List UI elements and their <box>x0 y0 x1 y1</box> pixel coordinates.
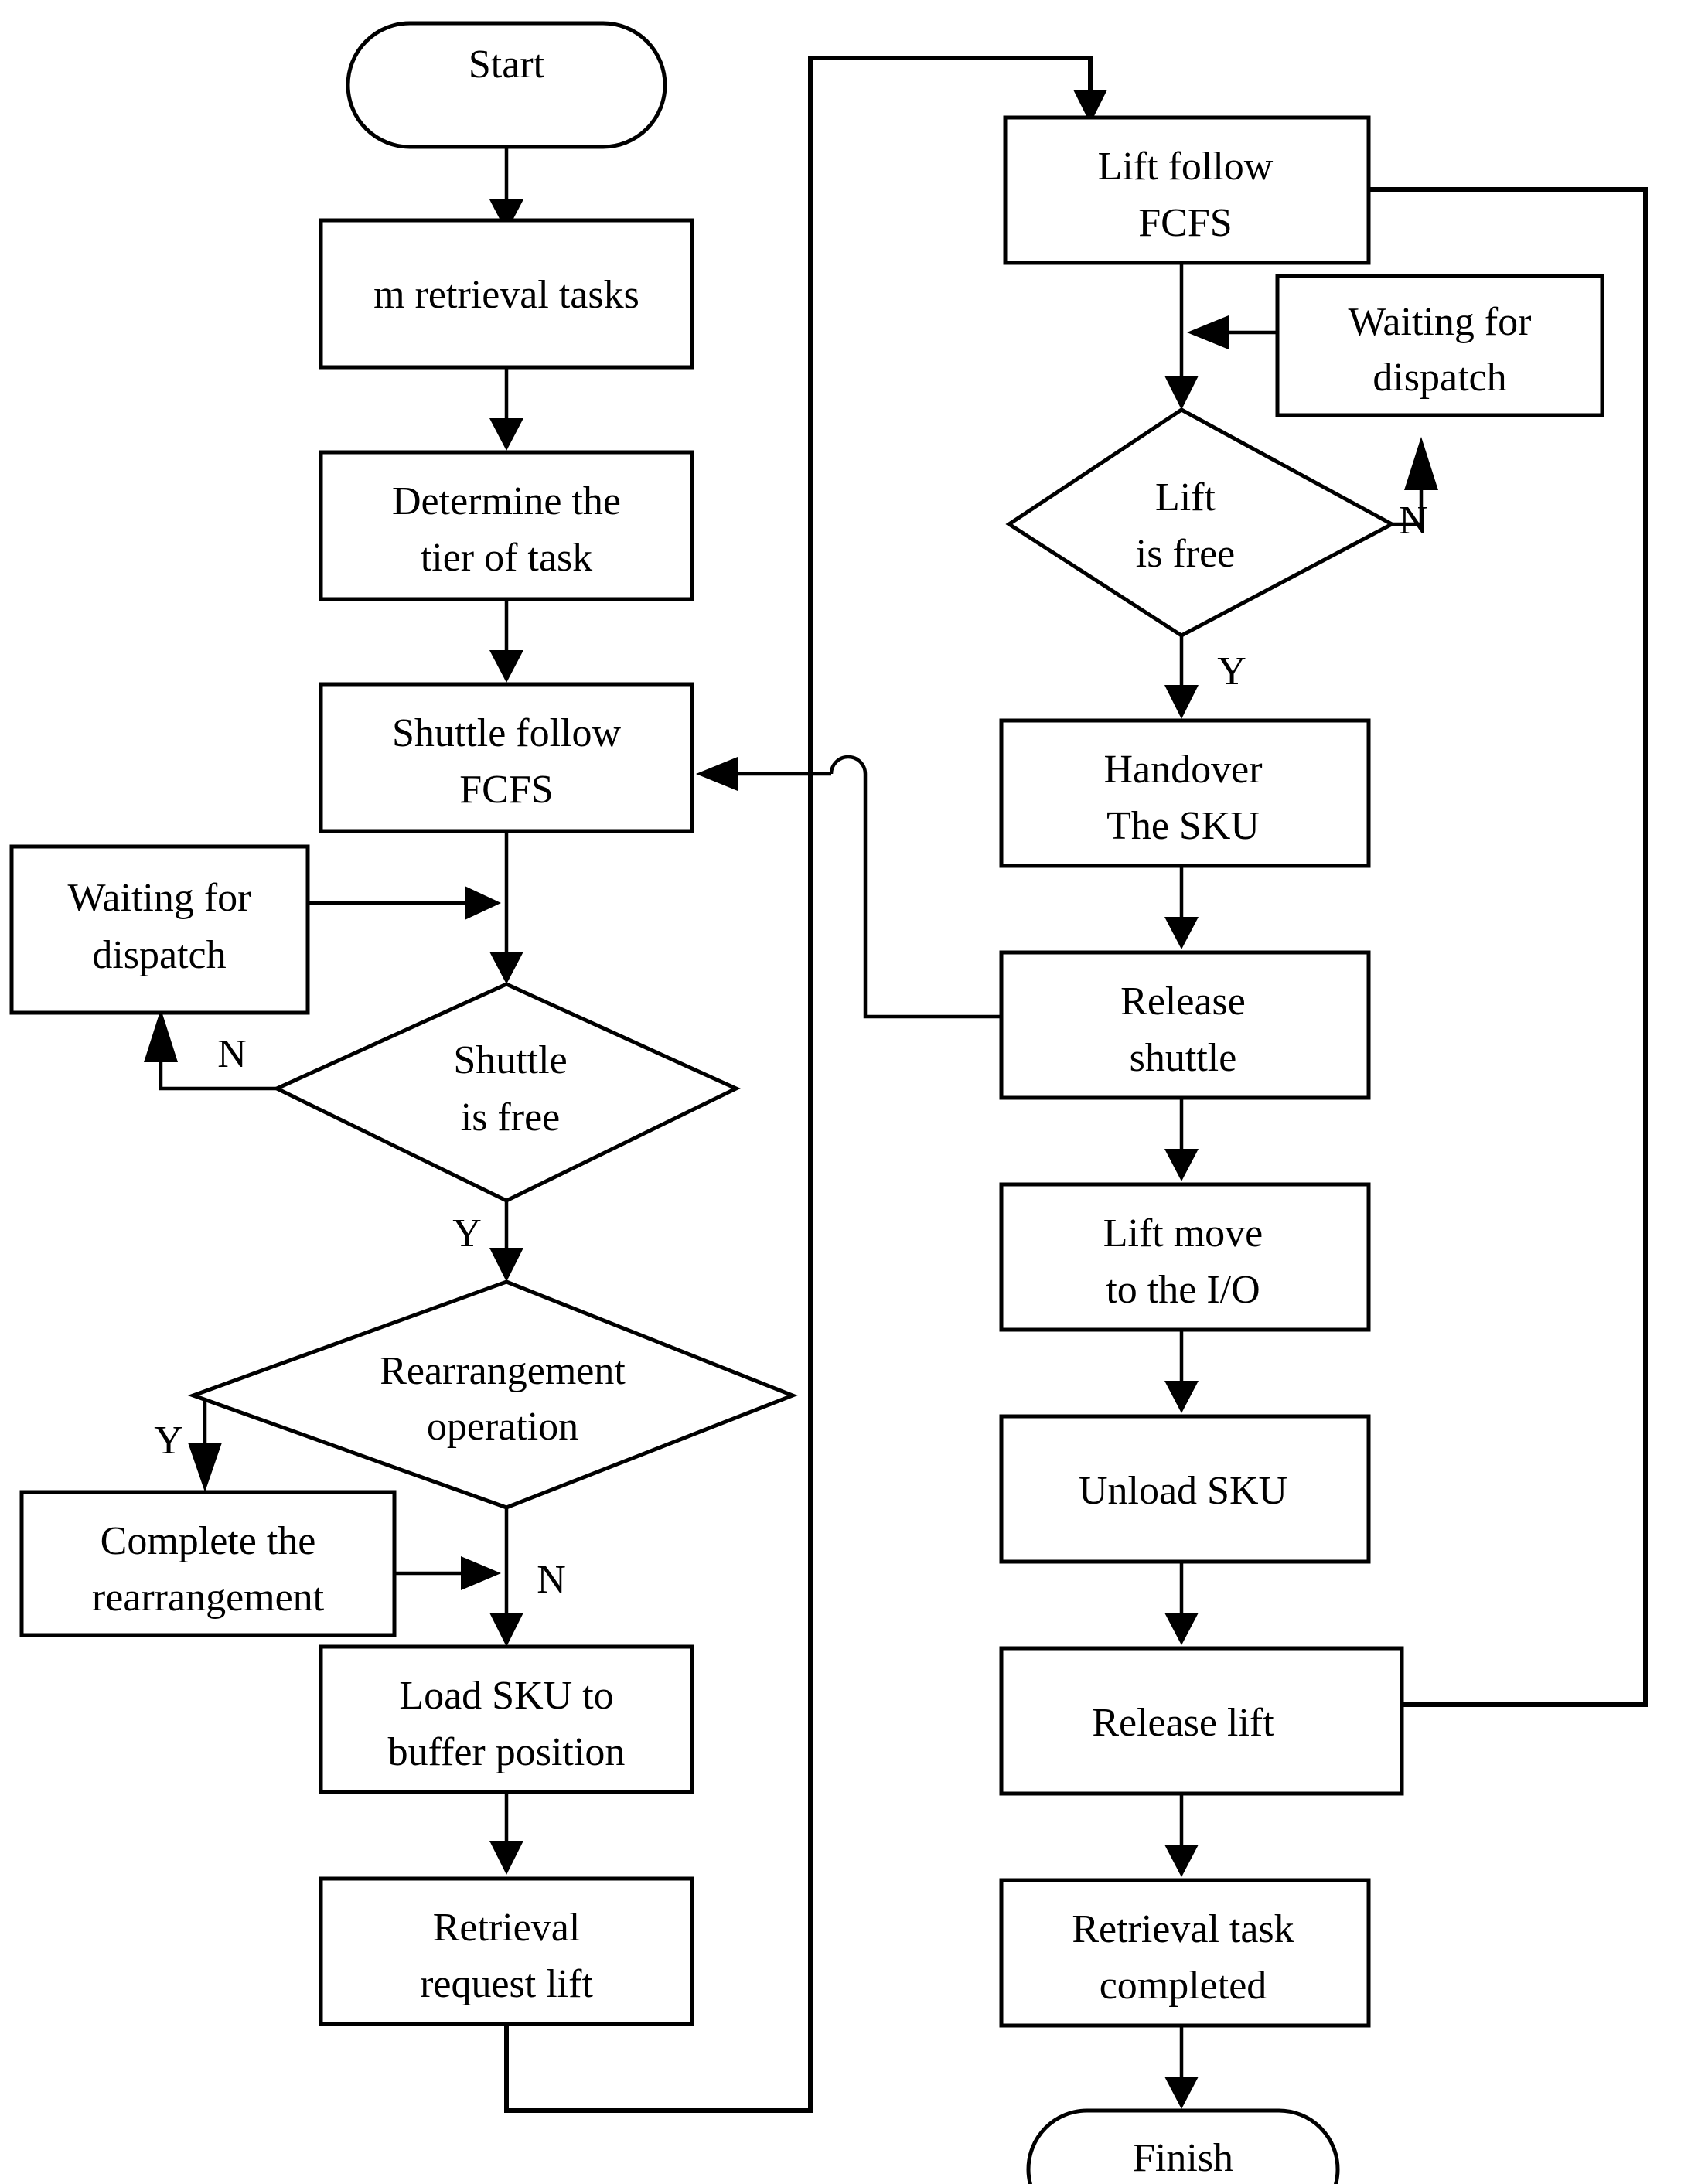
node-lift-follow-fcfs[interactable]: Lift follow FCFS <box>1003 115 1371 265</box>
node-start-label: Start <box>469 43 545 87</box>
edge-task-completed-to-finish <box>1164 2026 1199 2109</box>
edge-shuttle-free-yes-to-rearrangement <box>489 1201 523 1282</box>
node-start[interactable]: Start <box>346 21 667 149</box>
node-determine-tier-line1: Determine the <box>392 479 621 523</box>
node-shuttle-is-free-line1: Shuttle <box>453 1038 567 1082</box>
node-shuttle-is-free-line2: is free <box>461 1095 560 1140</box>
node-rearrangement-line1: Rearrangement <box>380 1349 626 1393</box>
node-retrieval-request-lift-line1: Retrieval <box>433 1906 581 1950</box>
node-retrieval-request-lift-line2: request lift <box>420 1962 593 2006</box>
node-load-sku-line2: buffer position <box>388 1730 626 1774</box>
edge-handover-to-release-shuttle <box>1164 866 1199 949</box>
node-m-retrieval-tasks-label: m retrieval tasks <box>373 273 639 317</box>
node-lift-follow-fcfs-line1: Lift follow <box>1098 145 1274 189</box>
edge-waiting-right-to-lift-free-path <box>1187 315 1277 349</box>
node-task-completed-line2: completed <box>1100 1964 1267 2008</box>
edge-lift-fcfs-to-lift-free <box>1164 263 1199 410</box>
node-lift-is-free-decision[interactable]: Lift is free <box>1005 407 1396 638</box>
edge-unload-sku-to-release-lift <box>1164 1562 1199 1645</box>
branch-label-rearrangement-no: N <box>537 1558 566 1602</box>
node-determine-tier-line2: tier of task <box>421 536 592 580</box>
edge-load-sku-to-retrieval-request <box>489 1792 523 1875</box>
node-finish[interactable]: Finish <box>1026 2108 1340 2184</box>
edge-rearrangement-yes-to-complete <box>188 1393 222 1492</box>
node-release-shuttle[interactable]: Release shuttle <box>999 950 1371 1100</box>
edge-complete-rearrangement-to-merge <box>394 1556 501 1590</box>
edge-release-lift-to-task-completed <box>1164 1794 1199 1877</box>
node-handover-line1: Handover <box>1103 748 1262 792</box>
node-retrieval-task-completed[interactable]: Retrieval task completed <box>999 1878 1371 2028</box>
edge-release-shuttle-to-lift-move <box>1164 1098 1199 1181</box>
node-release-lift[interactable]: Release lift <box>999 1646 1404 1796</box>
node-shuttle-follow-fcfs-line1: Shuttle follow <box>392 711 622 755</box>
branch-label-lift-free-yes: Y <box>1217 649 1246 693</box>
node-lift-follow-fcfs-line2: FCFS <box>1138 201 1232 245</box>
node-lift-move-to-io[interactable]: Lift move to the I/O <box>999 1182 1371 1332</box>
edge-m-retrieval-to-determine-tier <box>489 367 523 451</box>
edge-shuttle-fcfs-to-shuttle-free <box>489 831 523 984</box>
node-complete-rearrangement-line2: rearrangement <box>92 1576 325 1620</box>
node-rearrangement-line2: operation <box>427 1405 578 1449</box>
node-lift-move-line2: to the I/O <box>1106 1268 1260 1312</box>
node-complete-rearrangement[interactable]: Complete the rearrangement <box>19 1490 397 1637</box>
node-load-sku-line1: Load SKU to <box>399 1674 613 1718</box>
node-lift-is-free-line2: is free <box>1136 532 1235 576</box>
edge-start-to-m-retrieval <box>489 147 523 232</box>
branch-label-lift-free-no: N <box>1399 499 1428 543</box>
node-shuttle-is-free-decision[interactable]: Shuttle is free <box>272 982 741 1203</box>
node-m-retrieval-tasks-italic: m <box>373 273 404 317</box>
node-unload-sku-label: Unload SKU <box>1079 1469 1287 1513</box>
edge-lift-free-yes-to-handover <box>1164 635 1199 719</box>
node-determine-tier[interactable]: Determine the tier of task <box>319 450 694 601</box>
node-task-completed-line1: Retrieval task <box>1072 1907 1294 1951</box>
node-handover-line2: The SKU <box>1106 804 1260 848</box>
node-release-shuttle-line1: Release <box>1120 980 1246 1024</box>
branch-label-shuttle-free-no: N <box>217 1032 247 1076</box>
edge-determine-tier-to-shuttle-fcfs <box>489 599 523 683</box>
edge-retrieval-request-to-lift-fcfs <box>504 56 1107 2113</box>
edge-lift-move-to-unload-sku <box>1164 1330 1199 1413</box>
node-waiting-for-dispatch-left-line1: Waiting for <box>68 876 251 920</box>
edge-waiting-left-to-shuttle-fcfs-path <box>308 886 501 920</box>
branch-label-shuttle-free-yes: Y <box>452 1211 482 1256</box>
edge-release-shuttle-to-shuttle-fcfs <box>696 755 1001 1019</box>
node-shuttle-follow-fcfs-line2: FCFS <box>459 768 553 812</box>
node-waiting-for-dispatch-right-line1: Waiting for <box>1349 300 1532 344</box>
edge-shuttle-free-no-to-waiting-left <box>144 1009 277 1091</box>
node-lift-move-line1: Lift move <box>1103 1211 1263 1256</box>
node-shuttle-follow-fcfs[interactable]: Shuttle follow FCFS <box>319 682 694 833</box>
node-release-lift-label: Release lift <box>1092 1701 1274 1745</box>
edge-rearrangement-no-to-load-sku <box>489 1508 523 1647</box>
node-complete-rearrangement-line1: Complete the <box>101 1519 316 1563</box>
node-m-retrieval-tasks-rest: retrieval tasks <box>405 273 639 317</box>
node-load-sku-to-buffer[interactable]: Load SKU to buffer position <box>319 1644 694 1794</box>
node-m-retrieval-tasks[interactable]: m retrieval tasks <box>319 218 694 370</box>
node-waiting-for-dispatch-left-line2: dispatch <box>92 933 226 977</box>
node-handover-the-sku[interactable]: Handover The SKU <box>999 718 1371 868</box>
node-waiting-for-dispatch-right-line2: dispatch <box>1372 356 1506 400</box>
node-waiting-for-dispatch-right[interactable]: Waiting for dispatch <box>1275 274 1604 417</box>
node-retrieval-request-lift[interactable]: Retrieval request lift <box>319 1876 694 2026</box>
node-finish-label: Finish <box>1133 2136 1233 2180</box>
node-rearrangement-operation-decision[interactable]: Rearrangement operation <box>187 1279 798 1510</box>
branch-label-rearrangement-yes: Y <box>154 1419 183 1463</box>
node-unload-sku[interactable]: Unload SKU <box>999 1414 1371 1564</box>
node-lift-is-free-line1: Lift <box>1155 475 1216 520</box>
node-waiting-for-dispatch-left[interactable]: Waiting for dispatch <box>9 844 310 1015</box>
node-release-shuttle-line2: shuttle <box>1130 1036 1237 1080</box>
